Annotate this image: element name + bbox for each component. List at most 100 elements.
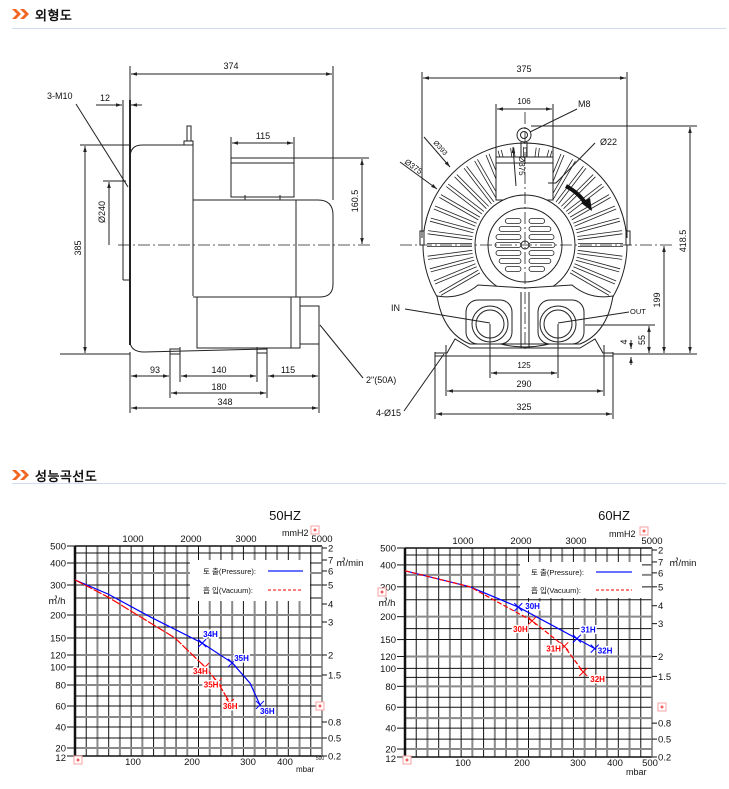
y-axis-label: ㎥/h bbox=[48, 595, 65, 607]
y2-tick-label: 2 bbox=[658, 652, 663, 663]
fan-fin bbox=[577, 253, 623, 260]
y-tick-label: 20 bbox=[385, 745, 396, 756]
chart-legend: 토 출(Pressure): 흡 입(Vacuum): bbox=[190, 560, 310, 601]
section-header-performance: 성능곡선도 bbox=[12, 465, 97, 485]
y-tick-label: 12 bbox=[55, 753, 66, 764]
grill-slot bbox=[498, 226, 522, 232]
dimension-label: 115 bbox=[256, 131, 270, 141]
curve-marker-label: 31H bbox=[581, 626, 596, 635]
fan-fin bbox=[430, 259, 475, 273]
fan-fin bbox=[440, 272, 481, 296]
callout-label: 3-M10 bbox=[47, 91, 73, 101]
y2-tick-label: 3 bbox=[658, 619, 663, 630]
broken-image-icon bbox=[73, 755, 83, 765]
dimension-label: 375 bbox=[516, 64, 531, 74]
eye-bolt bbox=[516, 127, 532, 157]
terminal-box bbox=[230, 157, 295, 200]
legend-label-vacuum: 흡 입(Vacuum): bbox=[531, 585, 581, 595]
callout-mount-holes: 4-Ø15 bbox=[376, 353, 445, 418]
callout-eyebolt: M8 bbox=[529, 99, 591, 133]
callout-label: 4-Ø15 bbox=[376, 408, 401, 418]
y2-tick-label: 4 bbox=[658, 601, 663, 612]
x-tick-label: 100 bbox=[125, 757, 141, 768]
y2-tick-label: 5 bbox=[658, 582, 663, 593]
fan-fin bbox=[429, 220, 474, 234]
y-tick-label: 12 bbox=[385, 754, 396, 765]
y2-tick-label: 0.2 bbox=[328, 752, 341, 763]
curve-marker bbox=[590, 644, 600, 653]
x-axis-label: mbar bbox=[296, 765, 315, 774]
x2-axis-label: mmH2 bbox=[282, 528, 309, 538]
chart-plot-area: 500400300200150120100806040201227654321.… bbox=[380, 536, 671, 769]
x-tick-label: 200 bbox=[514, 758, 530, 769]
fan-fin bbox=[561, 174, 594, 207]
curve-marker bbox=[559, 641, 569, 651]
fan-fin bbox=[474, 160, 498, 201]
fan-fin bbox=[433, 208, 476, 227]
dimension-overall-width: 375 bbox=[421, 64, 628, 238]
y-tick-label: 120 bbox=[380, 652, 396, 663]
curve-marker bbox=[578, 667, 588, 677]
y-tick-label: 60 bbox=[55, 702, 66, 713]
dimension-label: 385 bbox=[73, 240, 83, 255]
fan-fin bbox=[427, 233, 473, 241]
callout-eyebolt-ring: Ø22 bbox=[548, 137, 617, 184]
y2-axis-label: ㎥/min bbox=[336, 557, 363, 569]
fan-fin bbox=[427, 253, 473, 260]
y-tick-label: 40 bbox=[55, 723, 66, 734]
curve-marker bbox=[513, 602, 523, 612]
y2-tick-label: 0.8 bbox=[328, 718, 341, 729]
fan-fin bbox=[466, 166, 495, 203]
fan-fin bbox=[439, 197, 479, 221]
dimension-label: 199 bbox=[652, 292, 662, 307]
motor-body bbox=[169, 199, 334, 355]
y2-tick-label: 2 bbox=[658, 545, 663, 556]
y-tick-label: 400 bbox=[50, 559, 66, 570]
dimension-label: Ø375 bbox=[403, 157, 425, 176]
y2-axis-label: ㎥/min bbox=[669, 557, 696, 569]
y2-tick-label: 5 bbox=[328, 581, 333, 592]
fan-fin bbox=[573, 205, 616, 224]
section-title: 외형도 bbox=[35, 8, 73, 24]
y-tick-label: 60 bbox=[385, 703, 396, 714]
y2-tick-label: 6 bbox=[658, 568, 663, 579]
curve-marker-label: 34H bbox=[203, 630, 218, 639]
x-tick-label: 400 bbox=[607, 758, 623, 769]
fan-fin bbox=[430, 217, 475, 231]
dimension-label: 140 bbox=[211, 365, 226, 375]
y-tick-label: 40 bbox=[385, 724, 396, 735]
chart-plot-area: 500400300200150120100806040201227654321.… bbox=[50, 534, 341, 768]
y-tick-label: 100 bbox=[50, 663, 66, 674]
x2-tick-label: 1000 bbox=[122, 534, 143, 545]
legend-label-vacuum: 흡 입(Vacuum): bbox=[203, 585, 253, 595]
y2-tick-label: 4 bbox=[328, 600, 333, 611]
curve-marker bbox=[572, 634, 582, 643]
dimension-label: 160.5 bbox=[350, 190, 360, 213]
grill-slot bbox=[504, 266, 522, 272]
grill-slots bbox=[494, 218, 556, 272]
curve-marker-label: 35H bbox=[234, 654, 249, 663]
dimension-label: Ø375 bbox=[517, 156, 526, 176]
y-tick-label: 20 bbox=[55, 744, 66, 755]
section-divider bbox=[12, 28, 726, 29]
broken-image-icon bbox=[639, 526, 649, 536]
x-tick-label: 300 bbox=[570, 758, 586, 769]
grill-slot bbox=[495, 250, 522, 256]
curve-marker bbox=[197, 638, 207, 648]
fan-fin bbox=[549, 159, 573, 199]
fan-fin bbox=[574, 263, 617, 282]
fan-fin bbox=[439, 269, 479, 293]
x2-tick-label: 5000 bbox=[641, 536, 662, 547]
grill-slot bbox=[528, 234, 555, 240]
grill-slot bbox=[498, 258, 522, 264]
curve-marker bbox=[255, 700, 265, 710]
y-tick-label: 80 bbox=[55, 681, 66, 692]
fan-fin bbox=[463, 167, 492, 205]
y-tick-label: 100 bbox=[380, 664, 396, 675]
legend-label-pressure: 토 출(Pressure): bbox=[203, 566, 256, 576]
curve-marker-label: 36H bbox=[223, 702, 238, 711]
fan-fin bbox=[575, 259, 620, 273]
performance-chart-60hz: 60HZ mmH2 ㎥/min ㎥/h mbar 500400300200150… bbox=[377, 508, 696, 777]
section-divider bbox=[12, 483, 726, 484]
